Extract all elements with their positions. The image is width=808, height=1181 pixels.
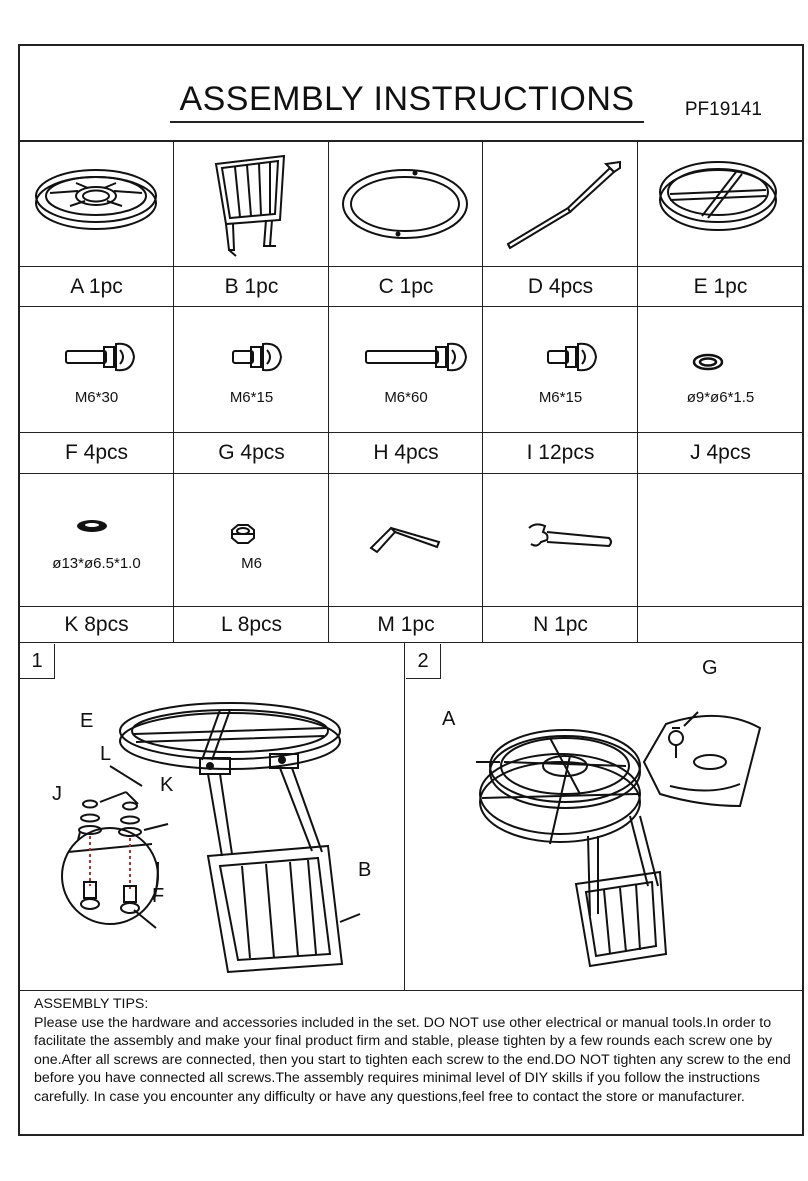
- leg-icon: [506, 160, 621, 250]
- part-label-g: G 4pcs: [218, 441, 285, 464]
- tips-heading: ASSEMBLY TIPS:: [34, 996, 149, 1012]
- instruction-sheet: ASSEMBLY INSTRUCTIONS PF19141: [18, 44, 804, 1136]
- bolt-icon: [65, 342, 136, 372]
- header: ASSEMBLY INSTRUCTIONS PF19141: [20, 46, 802, 142]
- allen-key-icon: [369, 526, 441, 554]
- assembly-tips: ASSEMBLY TIPS: Please use the hardware a…: [34, 995, 794, 1107]
- part-label-l: L 8pcs: [220, 612, 283, 636]
- part-label-c: C 1pc: [378, 274, 434, 298]
- step-number-1: 1: [20, 644, 55, 679]
- part-label-n: N 1pc: [533, 612, 588, 636]
- tips-body: Please use the hardware and accessories …: [34, 1014, 791, 1105]
- part-size-f: M6*30: [74, 388, 119, 406]
- footrest-ring-icon: [342, 169, 468, 239]
- leg-frame-icon: [214, 154, 286, 257]
- callout-g: G: [702, 657, 718, 679]
- callout-k: K: [160, 774, 174, 796]
- part-label-i: I 12pcs: [526, 441, 595, 464]
- grid-line: [20, 306, 802, 307]
- grid-line: [20, 473, 802, 474]
- part-label-a: A 1pc: [70, 274, 123, 298]
- part-label-k: K 8pcs: [64, 612, 129, 636]
- part-label-d: D 4pcs: [527, 274, 594, 298]
- page-title: ASSEMBLY INSTRUCTIONS: [170, 80, 644, 123]
- part-size-i: M6*15: [538, 388, 583, 406]
- grid-line: [20, 266, 802, 267]
- flat-washer-icon: [77, 520, 107, 532]
- part-size-j: ø9*ø6*1.5: [686, 388, 755, 406]
- bolt-icon: [365, 342, 468, 372]
- wrench-icon: [528, 523, 612, 548]
- part-label-j: J 4pcs: [690, 441, 751, 464]
- callout-f: F: [152, 885, 165, 907]
- tray-ring-icon: [35, 169, 157, 230]
- part-size-k: ø13*ø6.5*1.0: [52, 554, 141, 572]
- step-number-2: 2: [406, 644, 441, 679]
- cross-ring-icon: [659, 161, 777, 231]
- callout-a: A: [442, 708, 456, 730]
- part-label-h: H 4pcs: [373, 441, 439, 464]
- product-code: PF19141: [684, 99, 762, 120]
- grid-line: [404, 642, 405, 990]
- grid-line: [173, 140, 174, 642]
- part-label-b: B 1pc: [224, 274, 279, 298]
- grid-line: [328, 140, 329, 642]
- callout-b: B: [358, 859, 372, 881]
- nut-icon: [231, 524, 255, 544]
- part-size-l: M6: [241, 554, 262, 572]
- grid-line: [20, 606, 802, 607]
- grid-line: [20, 642, 802, 643]
- step2-diagram: [476, 711, 762, 968]
- bolt-icon: [547, 342, 598, 372]
- step1-diagram: [61, 702, 361, 974]
- part-size-h: M6*60: [384, 388, 428, 406]
- part-label-m: M 1pc: [377, 612, 435, 636]
- grid-line: [637, 140, 638, 642]
- callout-l: L: [100, 743, 112, 765]
- part-size-g: M6*15: [229, 388, 274, 406]
- grid-line: [20, 432, 802, 433]
- callout-j: J: [52, 783, 62, 805]
- bolt-icon: [232, 342, 283, 372]
- grid-line: [482, 140, 483, 642]
- grid-line: [20, 990, 802, 991]
- part-label-e: E 1pc: [693, 274, 748, 298]
- callout-e: E: [80, 710, 94, 732]
- spring-washer-icon: [692, 353, 724, 371]
- part-label-f: F 4pcs: [64, 441, 129, 464]
